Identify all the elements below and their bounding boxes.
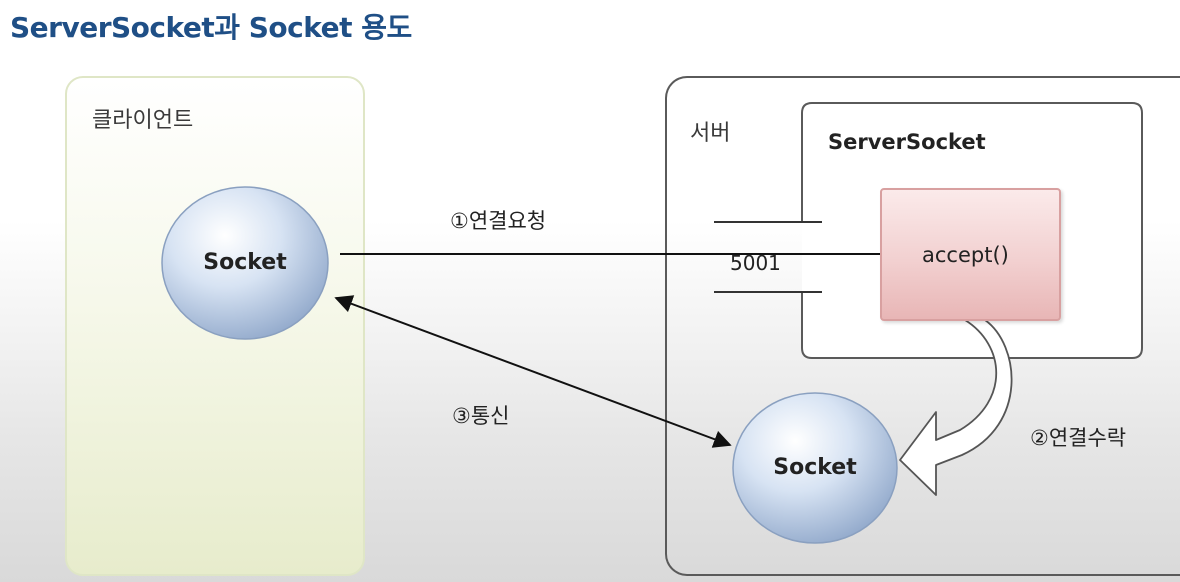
server-label: 서버 (690, 121, 731, 146)
port-label: 5001 (730, 251, 781, 275)
communicate-label: ③통신 (452, 404, 510, 428)
connect-accept-label: ②연결수락 (1030, 426, 1127, 450)
client-label: 클라이언트 (92, 108, 194, 133)
communicate-arrow (334, 295, 732, 448)
connect-request-label: ①연결요청 (450, 209, 547, 233)
server-socket-label: ServerSocket (828, 130, 986, 154)
page-title: ServerSocket과 Socket 용도 (10, 11, 412, 44)
server-socket-label-text: Socket (773, 455, 857, 480)
client-socket-node (161, 186, 329, 340)
client-socket-label: Socket (203, 250, 287, 275)
accept-label: accept() (922, 243, 1009, 267)
server-socket-node (732, 392, 898, 544)
accept-box (880, 188, 1061, 321)
connect-accept-arrow (899, 319, 1013, 496)
